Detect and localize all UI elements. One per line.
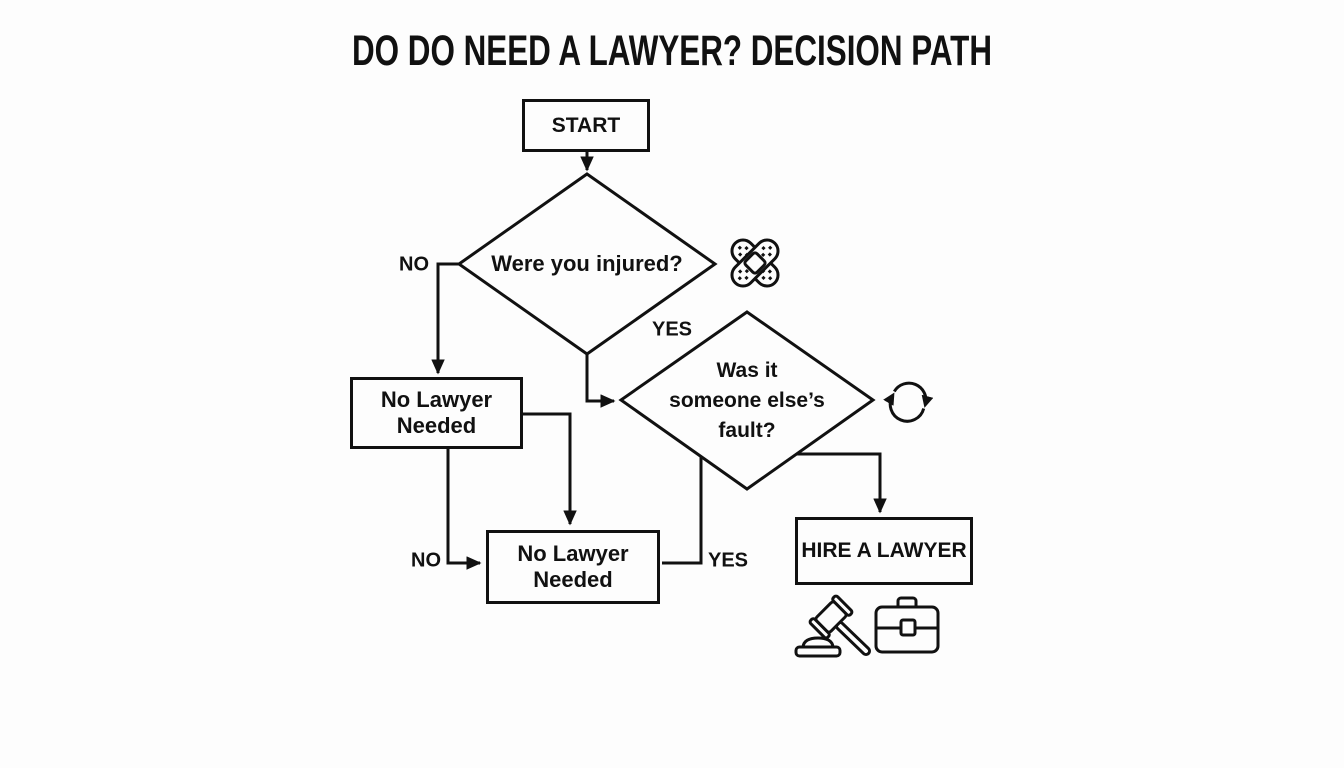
start-node: START (522, 99, 650, 152)
question-injured-label: Were you injured? (491, 251, 683, 276)
hire-label: HIRE A LAWYER (801, 539, 967, 562)
refresh-icon (883, 381, 934, 423)
no-lawyer-2-line1: No Lawyer (517, 541, 629, 566)
edge-nolawyer1-to-nolawyer2-left (446, 449, 482, 570)
question-fault-label: Was it someone else’s fault? (621, 356, 873, 446)
edge-nolawyer1-to-nolawyer2-top (523, 412, 577, 526)
edge-injured-no-to-nolawyer1 (431, 262, 459, 375)
hire-a-lawyer-node: HIRE A LAWYER (795, 517, 973, 585)
no-lawyer-1-line1: No Lawyer (380, 387, 493, 412)
briefcase-icon (874, 596, 940, 654)
start-label: START (551, 113, 621, 137)
edge-fault-to-nolawyer2-right (662, 457, 703, 565)
no-lawyer-1-line2: Needed (396, 413, 477, 438)
bandage-icon (730, 238, 780, 288)
question-fault-line3: fault? (718, 419, 776, 442)
edge-injured-yes-to-fault (585, 354, 616, 408)
edge-fault-yes-to-hire (797, 452, 887, 514)
question-fault-line1: Was it (716, 359, 778, 382)
question-fault-line2: someone else’s (669, 389, 825, 412)
gavel-icon (794, 594, 871, 658)
no-lawyer-needed-node-1: No Lawyer Needed (350, 377, 523, 449)
no-lawyer-needed-node-2: No Lawyer Needed (486, 530, 660, 604)
edge-label-yes-1: YES (651, 318, 693, 341)
page-title: DO DO NEED A LAWYER? DECISION PATH (351, 27, 993, 75)
edge-label-no-1: NO (399, 253, 429, 276)
decision-diamond-fault (618, 310, 876, 491)
edge-label-yes-2: YES (707, 549, 749, 572)
edge-label-no-2: NO (411, 549, 441, 572)
no-lawyer-2-line2: Needed (533, 567, 613, 592)
